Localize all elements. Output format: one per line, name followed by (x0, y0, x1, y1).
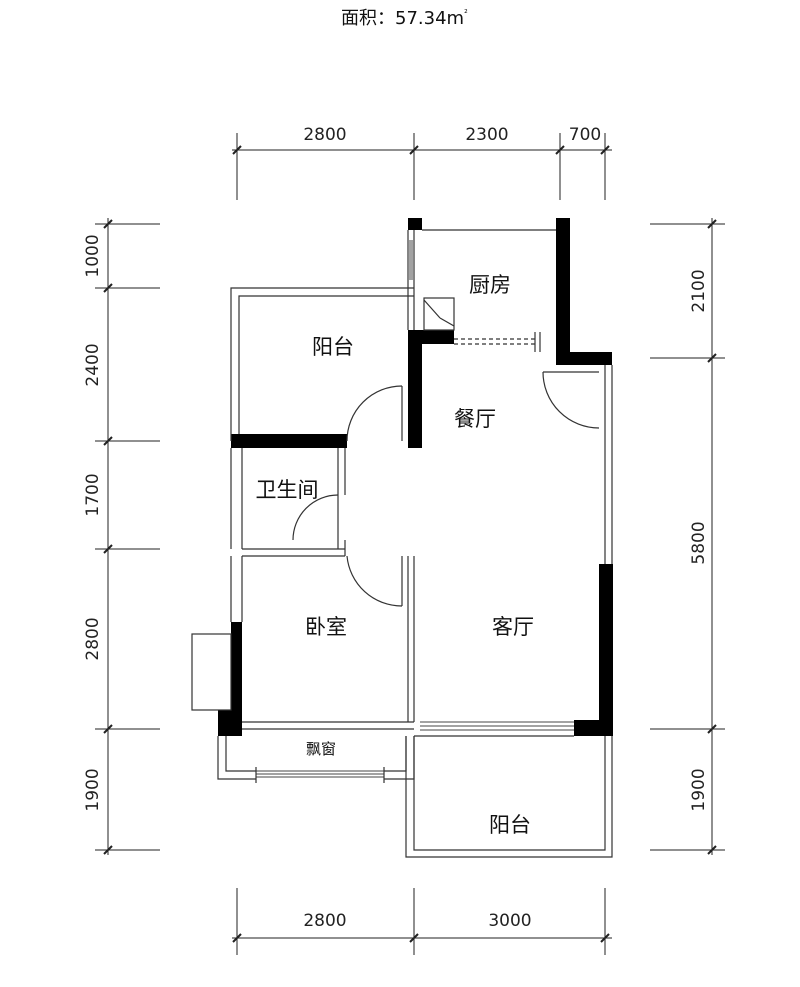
partition-walls (191, 229, 613, 858)
dim-top-1: 2800 (303, 125, 346, 145)
room-balcony-bottom: 阳台 (489, 813, 531, 837)
dim-bottom-2: 3000 (488, 911, 531, 931)
dim-left-5: 1900 (83, 768, 103, 811)
dim-left-4: 2800 (83, 617, 103, 660)
dim-left-2: 2400 (83, 343, 103, 386)
kitchen-flue (423, 297, 455, 331)
kitchen-window (409, 240, 413, 280)
dim-top-2: 2300 (465, 125, 508, 145)
dim-right-1: 2100 (689, 269, 709, 312)
room-bedroom: 卧室 (305, 615, 347, 639)
room-kitchen: 厨房 (469, 273, 511, 297)
dim-right-2: 5800 (689, 521, 709, 564)
dim-bottom-1: 2800 (303, 911, 346, 931)
dim-right-3: 1900 (689, 768, 709, 811)
top-dimensions: 2800 2300 700 (232, 125, 612, 200)
room-balcony-top: 阳台 (312, 335, 354, 359)
room-living: 客厅 (492, 615, 534, 639)
doors (292, 371, 600, 607)
dim-left-3: 1700 (83, 473, 103, 516)
left-dimensions: 1000 2400 1700 2800 1900 (83, 218, 160, 855)
dim-left-1: 1000 (83, 234, 103, 277)
right-dimensions: 2100 5800 1900 (650, 218, 725, 855)
room-bathroom: 卫生间 (256, 478, 319, 502)
bottom-dimensions: 2800 3000 (232, 888, 612, 955)
dim-top-3: 700 (569, 125, 601, 145)
area-title: 面积：57.34m² (341, 8, 468, 29)
room-bay-window: 飘窗 (306, 740, 336, 758)
room-dining: 餐厅 (454, 407, 496, 431)
structural-walls (218, 218, 613, 736)
